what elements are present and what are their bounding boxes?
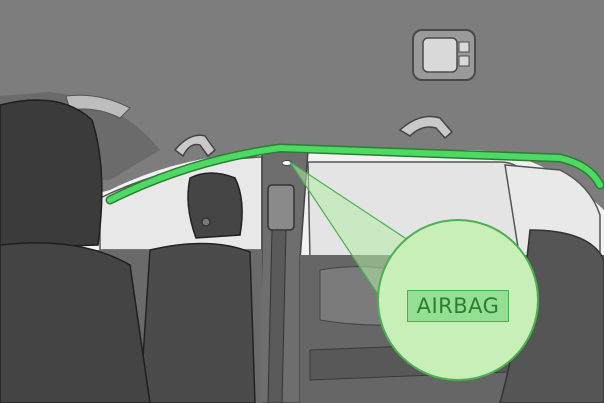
driver-headrest xyxy=(0,100,102,248)
passenger-seat xyxy=(140,243,255,403)
dome-light-icon xyxy=(413,30,475,80)
airbag-label: AIRBAG xyxy=(407,290,509,322)
passenger-headrest xyxy=(188,173,242,238)
driver-seat xyxy=(0,243,150,403)
